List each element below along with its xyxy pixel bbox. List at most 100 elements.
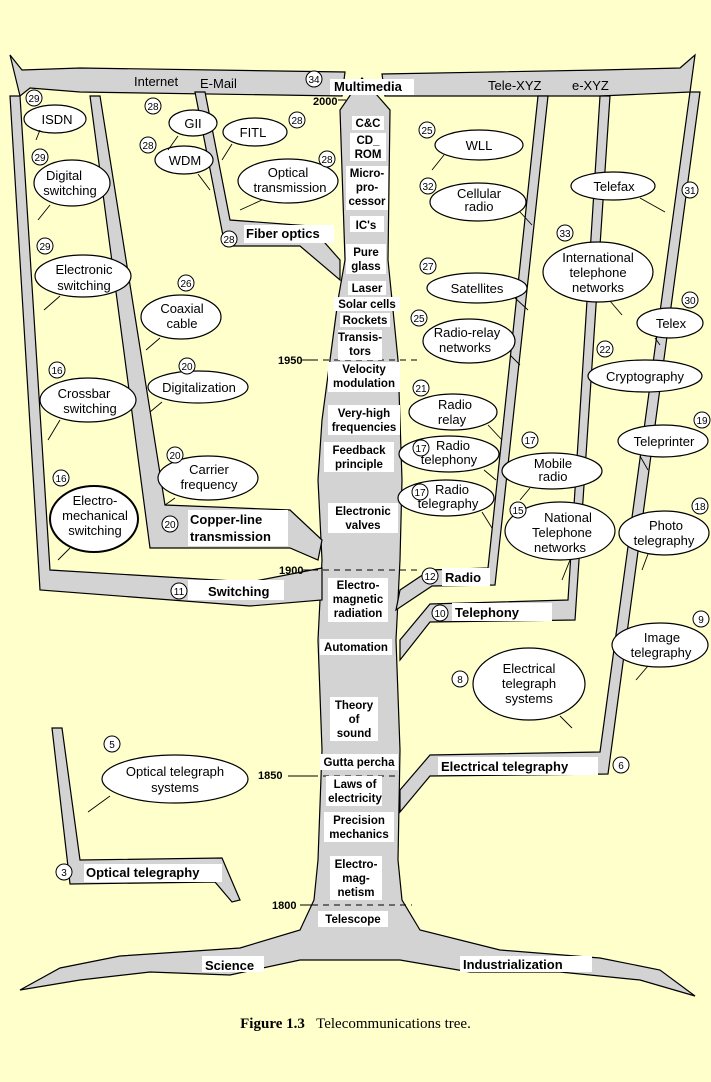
branch-electrical-telegraphy: Electrical telegraphy xyxy=(441,759,569,774)
branch-switching: Switching xyxy=(208,584,269,599)
oval-wll xyxy=(434,129,524,161)
svg-text:17: 17 xyxy=(524,436,536,447)
optical-telegraphy-branch xyxy=(51,727,241,903)
oval-photo-telegraphy xyxy=(618,510,710,556)
svg-text:16: 16 xyxy=(51,366,63,377)
banner-left-branch xyxy=(9,54,346,98)
svg-text:17: 17 xyxy=(414,488,426,499)
year-1900: 1900 xyxy=(279,565,303,577)
svg-text:16: 16 xyxy=(55,474,67,485)
svg-text:5: 5 xyxy=(109,740,115,751)
switching-branch xyxy=(9,95,323,607)
oval-telefax xyxy=(570,171,656,201)
oval-crossbar-switching xyxy=(39,377,137,423)
oval-teleprinter xyxy=(617,424,709,458)
svg-text:10: 10 xyxy=(434,609,446,620)
trunk-label-automation: Automation xyxy=(324,642,388,654)
svg-text:21: 21 xyxy=(415,384,427,395)
svg-text:17: 17 xyxy=(415,444,427,455)
trunk xyxy=(19,77,696,997)
svg-text:Telex: Telex xyxy=(656,316,687,331)
root-science: Science xyxy=(205,958,254,973)
oval-optical-transmission xyxy=(237,158,339,204)
banner-e-xyz: e-XYZ xyxy=(572,78,609,93)
svg-text:3: 3 xyxy=(61,868,67,879)
oval-isdn xyxy=(23,104,87,134)
trunk-label-solar-cells: Solar cells xyxy=(338,299,396,311)
branch-optical-telegraphy: Optical telegraphy xyxy=(86,865,200,880)
svg-text:34: 34 xyxy=(308,75,320,86)
trunk-label-microprocessor: Micro-pro-cessor xyxy=(348,168,386,208)
oval-gii xyxy=(168,109,218,137)
oval-radio-relay-networks xyxy=(422,318,516,364)
svg-text:Satellites: Satellites xyxy=(451,281,504,296)
svg-text:32: 32 xyxy=(422,182,434,193)
oval-wdm xyxy=(154,145,214,175)
svg-text:28: 28 xyxy=(147,102,159,113)
svg-text:28: 28 xyxy=(142,141,154,152)
oval-fitl xyxy=(222,117,288,147)
oval-telex xyxy=(636,307,704,339)
oval-electronic-switching xyxy=(34,254,132,298)
trunk-label-rockets: Rockets xyxy=(343,315,388,327)
svg-text:30: 30 xyxy=(684,296,696,307)
root-industrialization: Industrialization xyxy=(463,957,563,972)
oval-image-telegraphy xyxy=(611,622,709,668)
svg-text:Cryptography: Cryptography xyxy=(606,369,685,384)
banner-email: E-Mail xyxy=(200,76,237,91)
trunk-label-telescope: Telescope xyxy=(325,914,380,926)
svg-text:31: 31 xyxy=(684,186,696,197)
oval-international-telephone-networks xyxy=(542,241,654,303)
svg-text:WDM: WDM xyxy=(169,153,202,168)
trunk-label-gutta-percha: Gutta percha xyxy=(324,757,396,769)
oval-cellular-radio xyxy=(429,182,527,222)
svg-text:FITL: FITL xyxy=(240,125,267,140)
svg-text:8: 8 xyxy=(457,675,463,686)
svg-text:28: 28 xyxy=(223,235,235,246)
trunk-label-cc: C&C xyxy=(356,118,381,130)
banner-tele-xyz: Tele-XYZ xyxy=(488,78,542,93)
svg-text:6: 6 xyxy=(618,761,624,772)
svg-text:ISDN: ISDN xyxy=(41,112,72,127)
trunk-label-ics: IC's xyxy=(356,220,377,232)
svg-text:25: 25 xyxy=(421,126,433,137)
oval-cryptography xyxy=(587,359,703,393)
svg-text:29: 29 xyxy=(34,153,46,164)
year-1950: 1950 xyxy=(278,355,302,367)
svg-text:19: 19 xyxy=(696,416,708,427)
oval-digitalization xyxy=(147,370,249,404)
year-1850: 1850 xyxy=(258,770,282,782)
svg-text:29: 29 xyxy=(28,94,40,105)
year-1800: 1800 xyxy=(272,900,296,912)
svg-text:27: 27 xyxy=(422,262,434,273)
oval-national-telephone-networks xyxy=(504,501,616,561)
svg-text:Digitalization: Digitalization xyxy=(162,380,236,395)
svg-text:20: 20 xyxy=(164,520,176,531)
svg-text:28: 28 xyxy=(321,155,333,166)
svg-text:11: 11 xyxy=(174,587,185,598)
svg-text:22: 22 xyxy=(599,345,611,356)
svg-text:18: 18 xyxy=(694,502,706,513)
svg-text:Teleprinter: Teleprinter xyxy=(634,434,695,449)
svg-text:25: 25 xyxy=(413,314,425,325)
oval-optical-telegraph-systems xyxy=(101,754,249,804)
oval-radio-relay xyxy=(408,393,498,431)
